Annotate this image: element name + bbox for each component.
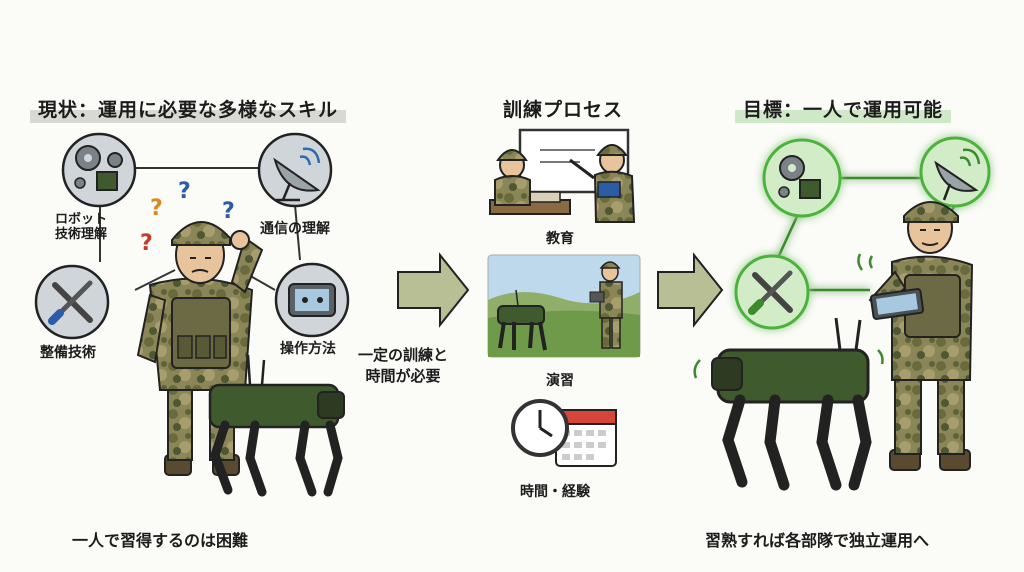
arrow-left-to-middle (397, 252, 470, 328)
left-caption: 一人で習得するのは困難 (72, 531, 249, 550)
requirement-line-1: 一定の訓練と (358, 346, 449, 364)
right-caption: 習熟すれば各部隊で独立運用へ (705, 531, 930, 550)
svg-text:?: ? (178, 179, 191, 204)
requirement-line-2: 時間が必要 (365, 367, 441, 385)
wrench-screwdriver-icon (34, 264, 110, 340)
confused-soldier-figure (136, 221, 264, 476)
gear-chip-icon-highlighted (762, 138, 842, 218)
wrench-screwdriver-icon-highlighted (734, 254, 810, 330)
robot-dog-right (711, 317, 872, 491)
current-state-heading: 現状：運用に必要な多様なスキル (30, 94, 347, 123)
clock-calendar-icon (511, 399, 617, 467)
skill-label-communication: 通信の理解 (260, 221, 330, 237)
question-marks: ? ? ? ? (140, 179, 235, 256)
svg-text:?: ? (140, 231, 153, 256)
exercise-label: 演習 (546, 373, 574, 389)
arrow-middle-to-right (657, 252, 724, 328)
education-label: 教育 (546, 231, 574, 247)
education-scene (489, 128, 636, 223)
training-process-heading: 訓練プロセス (503, 99, 624, 121)
gear-chip-icon (61, 132, 137, 208)
confident-soldier-figure (868, 201, 974, 471)
signal-waves (693, 253, 884, 379)
satellite-dish-icon (257, 132, 333, 208)
time-experience-label: 時間・経験 (520, 484, 590, 500)
skill-label-maintenance: 整備技術 (40, 345, 96, 361)
training-requirement-text: 一定の訓練と 時間が必要 (358, 345, 448, 387)
skill-label-robot-tech: ロボット 技術理解 (55, 212, 108, 242)
svg-text:?: ? (150, 196, 163, 221)
satellite-dish-icon-highlighted (919, 136, 991, 208)
tablet-controller-icon (274, 262, 350, 338)
robot-dog-left (208, 354, 345, 497)
svg-text:?: ? (222, 199, 235, 224)
exercise-scene (487, 254, 641, 358)
skill-label-operation: 操作方法 (280, 341, 336, 357)
goal-heading: 目標：一人で運用可能 (735, 94, 952, 123)
